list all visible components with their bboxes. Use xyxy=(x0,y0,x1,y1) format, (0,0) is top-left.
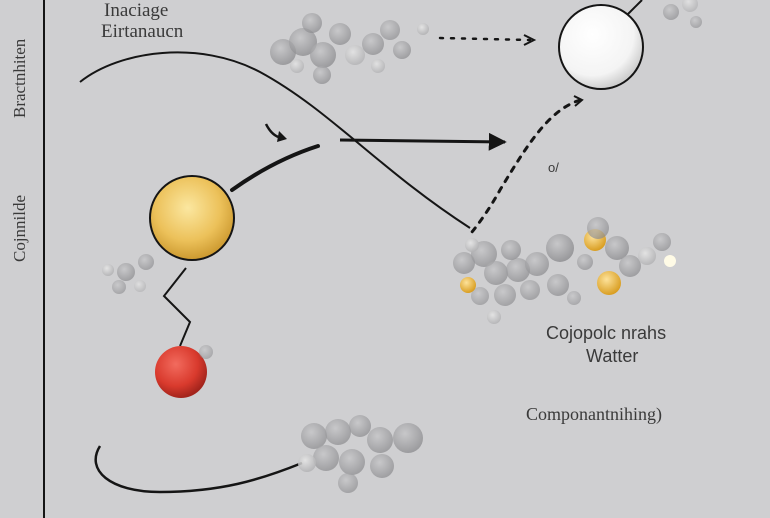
horizontal-arrow xyxy=(339,132,507,151)
dotted-arrow-top xyxy=(438,36,532,42)
white-sphere xyxy=(558,4,644,90)
top-right-atoms xyxy=(663,0,702,28)
water-label: Watter xyxy=(586,346,639,366)
yellow-connector-stroke xyxy=(230,144,320,192)
dotted-diagonal-head xyxy=(573,95,584,107)
bottom-molecule-cluster xyxy=(298,415,423,493)
compound-label: Cojopolc nrahs xyxy=(546,323,667,343)
title-line-2: Eirtanaucn xyxy=(101,21,184,42)
white-sphere-stem xyxy=(627,0,643,15)
component-label: Componantnihing) xyxy=(526,404,662,424)
red-sphere xyxy=(155,346,207,398)
dotted-diagonal xyxy=(470,98,582,234)
hook-arrow-head xyxy=(277,131,287,142)
small-annotation: o/ xyxy=(548,160,559,175)
vertical-axis-label-top: Bractnhiten xyxy=(10,38,29,118)
main-curve xyxy=(79,51,471,229)
yellow-sphere xyxy=(149,175,235,261)
dotted-arrow-top-head xyxy=(523,34,537,46)
vertical-axis-label-middle: Cojnnilde xyxy=(10,194,29,262)
yellow-sphere-side-atoms xyxy=(102,254,154,294)
title-line-1: Inaciage xyxy=(104,0,169,21)
bottom-curve xyxy=(94,445,303,494)
red-sphere-side-atom xyxy=(199,345,213,359)
zigzag-bond xyxy=(162,267,192,347)
top-molecule-cluster xyxy=(270,13,429,84)
middle-molecule-cluster xyxy=(453,217,676,324)
